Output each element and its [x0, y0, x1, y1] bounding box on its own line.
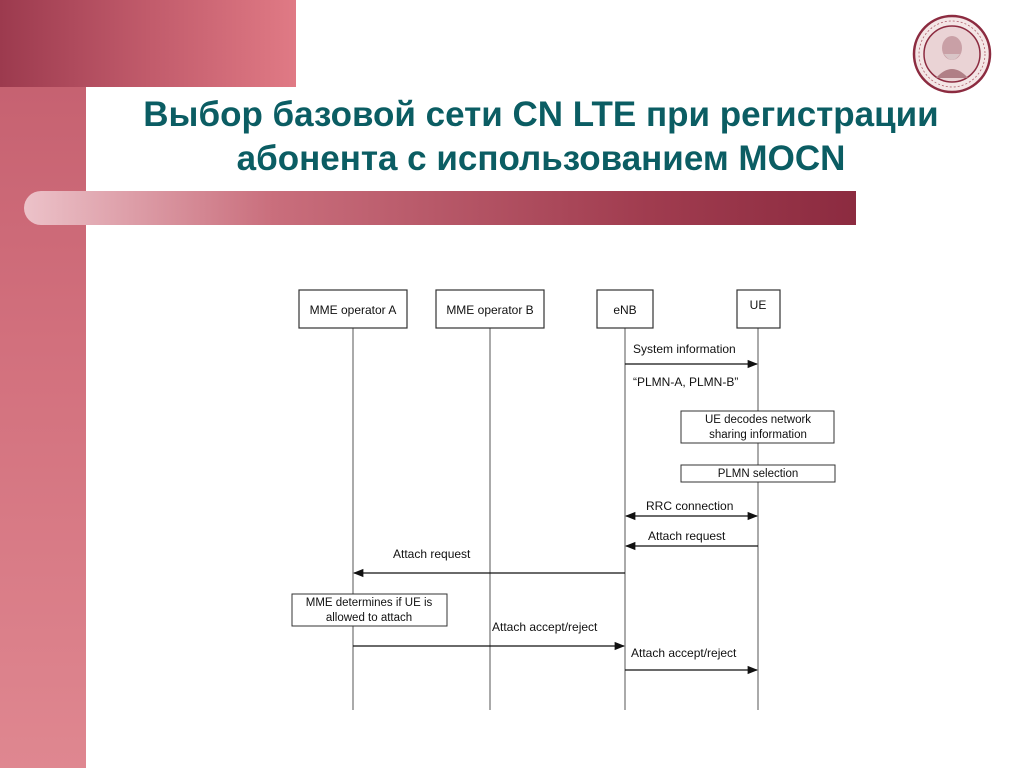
message-attach-request-ue: Attach request [648, 529, 726, 543]
left-decor-band [0, 0, 86, 768]
note-mme-determines-line-1: MME determines if UE is [306, 597, 433, 609]
top-decor-band [0, 0, 296, 87]
sequence-diagram: MME operator A MME operator B eNB UE Sys… [291, 289, 836, 710]
entity-mme-a [298, 289, 408, 329]
note-ue-decodes-line-2: sharing information [709, 429, 807, 441]
entity-ue-label: UE [750, 298, 767, 312]
page-title: Выбор базовой сети CN LTE при регистраци… [80, 93, 1002, 181]
title-line-1: Выбор базовой сети CN LTE при регистраци… [143, 95, 939, 134]
entity-mme-b [435, 289, 545, 329]
note-plmn-selection [680, 464, 836, 483]
note-ue-decodes [680, 410, 835, 444]
message-attach-request-enb: Attach request [393, 547, 471, 561]
entity-mme-b-label: MME operator B [446, 303, 533, 317]
note-mme-determines-line-2: allowed to attach [326, 612, 412, 624]
message-attach-accept-mme: Attach accept/reject [492, 620, 598, 634]
message-system-information: System information [633, 342, 736, 356]
note-plmn-selection-label: PLMN selection [718, 468, 799, 480]
title-underline-bar [24, 191, 856, 225]
entity-ue [736, 289, 781, 329]
title-line-2: абонента с использованием MOCN [236, 139, 846, 178]
message-attach-accept-enb: Attach accept/reject [631, 646, 737, 660]
message-rrc-connection: RRC connection [646, 499, 733, 513]
entity-mme-a-label: MME operator A [310, 303, 397, 317]
university-seal-icon [912, 14, 992, 94]
entity-enb-label: eNB [613, 303, 636, 317]
entity-enb [596, 289, 654, 329]
note-mme-determines [291, 593, 448, 627]
message-plmn-list: “PLMN-A, PLMN-B” [633, 375, 738, 389]
note-ue-decodes-line-1: UE decodes network [705, 414, 811, 426]
